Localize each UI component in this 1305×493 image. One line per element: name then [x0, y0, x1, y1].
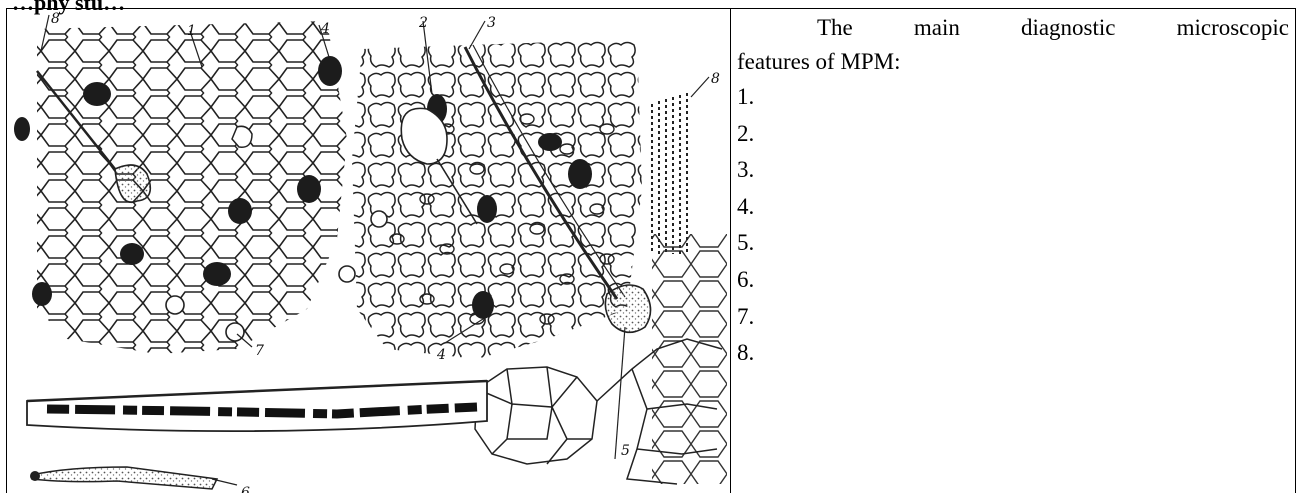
figure-callout-label: 5 [621, 443, 630, 459]
figure-callout-label: 4 [436, 347, 446, 363]
list-item: 6. [737, 262, 1289, 299]
list-item: 2. [737, 116, 1289, 153]
epidermis-panel-middle [347, 29, 647, 369]
long-trichome-bottom [27, 381, 487, 489]
list-item: 3. [737, 152, 1289, 189]
list-item: 1. [737, 79, 1289, 116]
list-item: 5. [737, 225, 1289, 262]
list-item: 4. [737, 189, 1289, 226]
figure-callout-label: 2 [418, 15, 428, 31]
microscopy-figure: 8 1 4 2 3 8 5 4 7 6 [7, 9, 730, 493]
features-cell: The main diagnostic microscopic features… [737, 11, 1289, 372]
figure-callout-label: 8 [51, 11, 60, 27]
features-list: 1. 2. 3. 4. 5. 6. 7. 8. [737, 79, 1289, 372]
list-item: 8. [737, 335, 1289, 372]
figure-callout-label: 8 [711, 71, 720, 87]
table-column-divider [730, 9, 731, 493]
figure-callout-label: 1 [187, 23, 196, 39]
figure-callout-label: 7 [255, 343, 264, 359]
intro-line-1: The main diagnostic microscopic [737, 11, 1289, 45]
figure-callout-label: 6 [241, 485, 250, 493]
document-table: 8 1 4 2 3 8 5 4 7 6 The main diagnostic microscop… [6, 8, 1296, 493]
list-item: 7. [737, 299, 1289, 336]
figure-callout-label: 3 [487, 15, 496, 31]
intro-line-2: features of MPM: [737, 45, 1289, 79]
cell-column-right [652, 93, 727, 484]
figure-callout-label: 4 [320, 21, 330, 37]
